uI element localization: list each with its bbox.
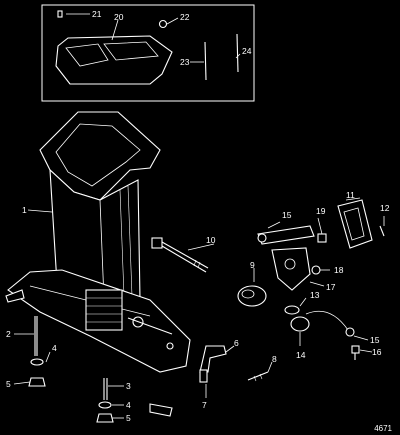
- callout-4-left: 4: [52, 343, 57, 353]
- part-23-stud: [204, 41, 207, 81]
- callout-2: 2: [6, 329, 11, 339]
- part-8-screw: [247, 371, 269, 382]
- part-15-bracket: [257, 225, 315, 245]
- callout-15-top: 15: [282, 210, 292, 220]
- part-5-nut: [28, 377, 46, 387]
- part-3-stud: [103, 378, 108, 400]
- part-19-bolt: [317, 233, 327, 243]
- part-13-washer: [284, 305, 300, 315]
- figure-number: 4671: [374, 424, 392, 433]
- callout-22: 22: [180, 12, 190, 22]
- callout-10: 10: [206, 235, 216, 245]
- part-4-washer-b: [98, 401, 112, 409]
- part-18-nut: [311, 265, 321, 275]
- callout-19: 19: [316, 206, 326, 216]
- callout-5-left: 5: [6, 379, 11, 389]
- part-1-driveshaft-housing: [7, 111, 191, 373]
- part-20-exhaust-housing: [55, 35, 173, 85]
- part-22-nut: [158, 19, 168, 29]
- callout-5-bottom: 5: [126, 413, 131, 423]
- part-11-plate: [337, 199, 373, 249]
- callout-7: 7: [202, 400, 207, 410]
- part-24-stud: [236, 33, 239, 73]
- part-fitting-bottom: [149, 403, 173, 417]
- part-12-screw: [379, 225, 385, 237]
- part-15-strap: [305, 310, 355, 337]
- part-10-bolt: [151, 237, 209, 273]
- part-2-stud: [34, 316, 38, 356]
- callout-23: 23: [180, 57, 190, 67]
- callout-1: 1: [22, 205, 27, 215]
- callout-18: 18: [334, 265, 344, 275]
- part-7-fitting: [199, 369, 208, 383]
- part-9-mount: [237, 285, 267, 307]
- part-17-bracket: [271, 247, 311, 291]
- inset-frame: [41, 4, 255, 102]
- leader-lines: [13, 13, 385, 419]
- part-14-mount: [290, 316, 310, 332]
- callout-9: 9: [250, 260, 255, 270]
- callout-15-bottom: 15: [370, 335, 380, 345]
- callout-11: 11: [346, 190, 355, 200]
- callout-17: 17: [326, 282, 336, 292]
- callout-24: 24: [242, 46, 252, 56]
- part-6-hose: [199, 345, 227, 373]
- part-16-bolt: [351, 345, 360, 360]
- callout-12: 12: [380, 203, 390, 213]
- callout-3: 3: [126, 381, 131, 391]
- part-5-nut-b: [96, 413, 114, 423]
- part-fitting-left: [5, 289, 25, 303]
- part-4-washer: [30, 358, 44, 366]
- callout-21: 21: [92, 9, 102, 19]
- callout-4-bottom: 4: [126, 400, 131, 410]
- callout-13: 13: [310, 290, 320, 300]
- callout-14: 14: [296, 350, 306, 360]
- callout-20: 20: [114, 12, 124, 22]
- callout-8: 8: [272, 354, 277, 364]
- callout-16: 16: [372, 347, 382, 357]
- part-21-pin: [57, 10, 63, 18]
- callout-labels: 21 20 22 23 24 1 10 11 12 19 15 9 18 17 …: [6, 9, 390, 423]
- callout-6: 6: [234, 338, 239, 348]
